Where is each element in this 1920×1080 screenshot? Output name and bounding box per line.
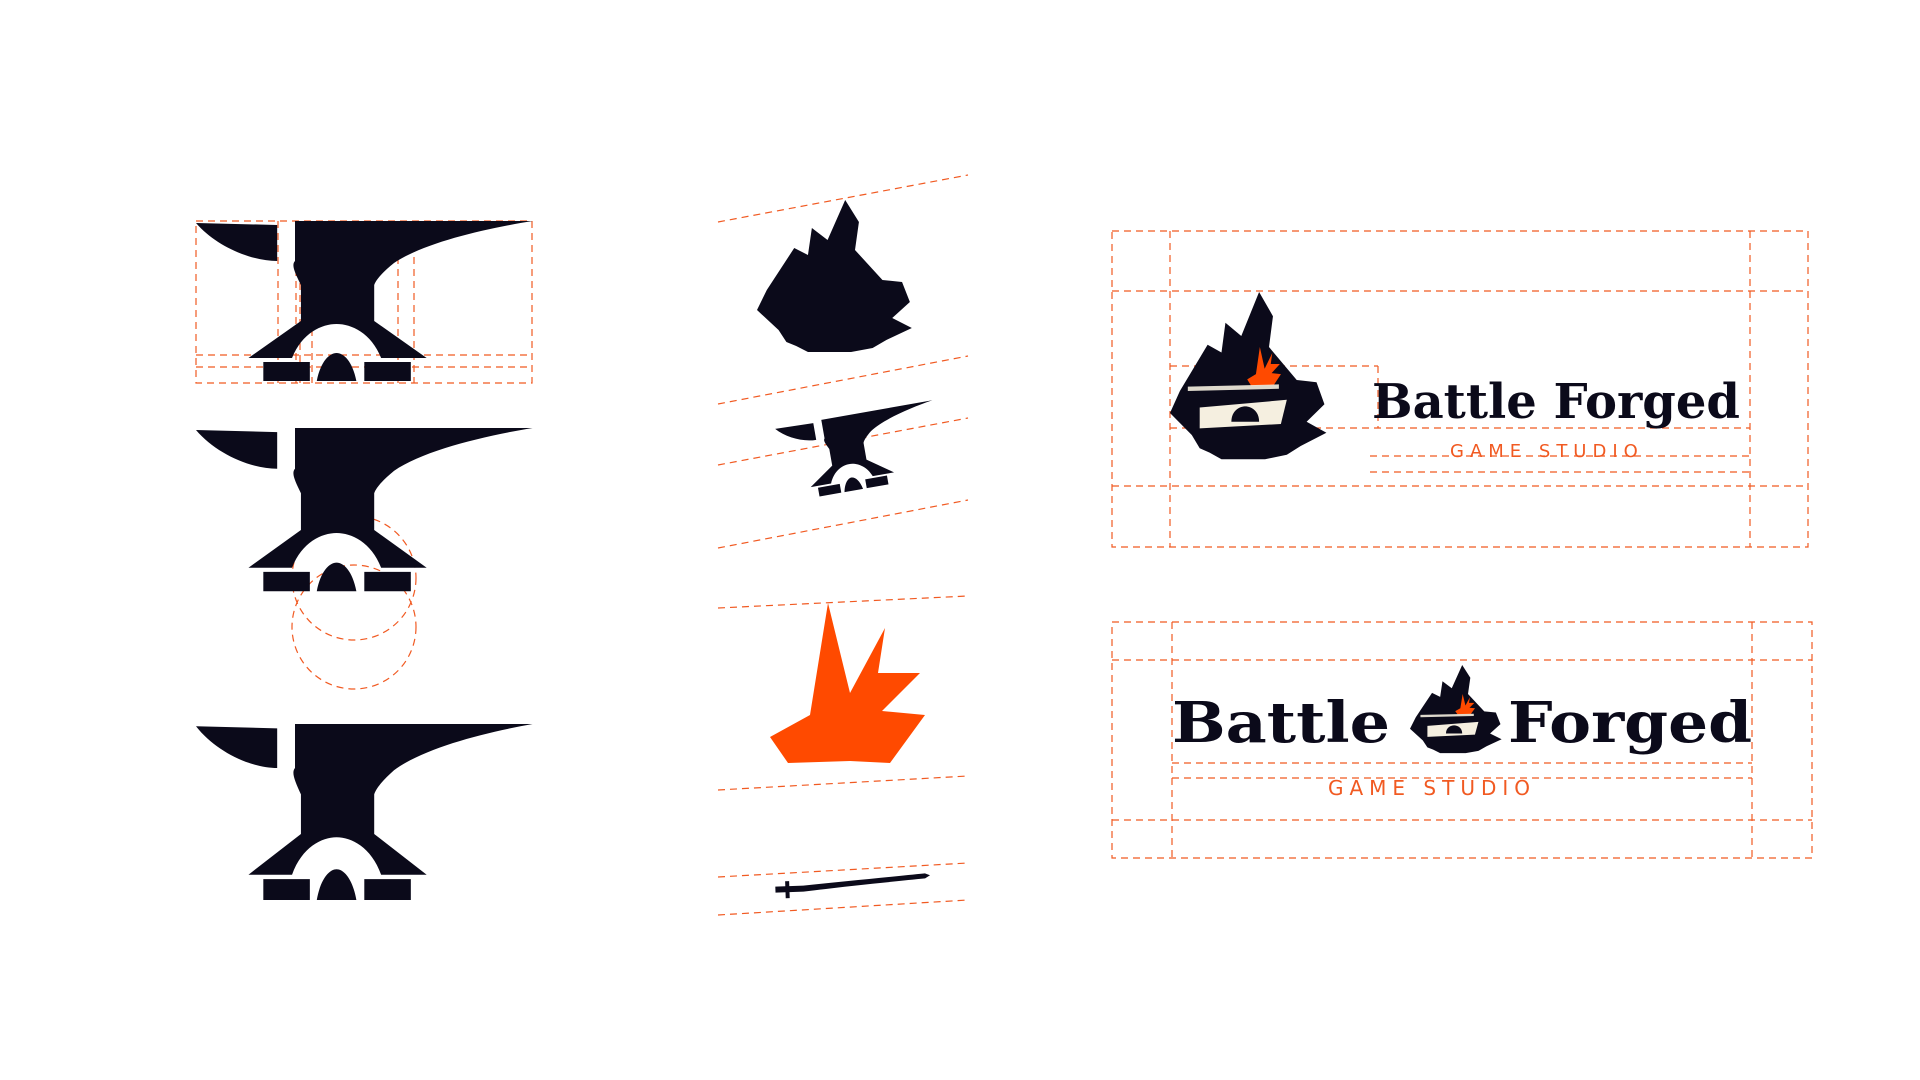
brand-name-part-2: Forged: [1508, 690, 1752, 756]
brand-name-part-1: Battle: [1172, 690, 1390, 756]
element-guides: [717, 174, 969, 916]
horizontal-logo: Battle Forged GAME STUDIO: [1111, 230, 1809, 548]
brand-tagline: GAME STUDIO: [1450, 441, 1644, 462]
anvil-icon: [196, 221, 533, 381]
anvil-icon: [196, 428, 533, 592]
emblem-icon: [1410, 665, 1502, 753]
brand-tagline-inline: GAME STUDIO: [1328, 776, 1536, 800]
anvil-construction-2: [196, 428, 533, 690]
inline-logo: Battle Forged GAME STUDIO: [1111, 621, 1813, 859]
small-anvil-icon: [775, 400, 946, 503]
anvil-construction-1: [195, 220, 533, 384]
sword-icon: [765, 873, 931, 899]
brand-name: Battle Forged: [1372, 374, 1740, 430]
emblem-icon: [1170, 292, 1326, 459]
anvil-icon: [196, 724, 533, 900]
rock-icon: [757, 200, 912, 352]
flame-icon: [770, 603, 925, 763]
anvil-construction-3: [196, 724, 533, 900]
